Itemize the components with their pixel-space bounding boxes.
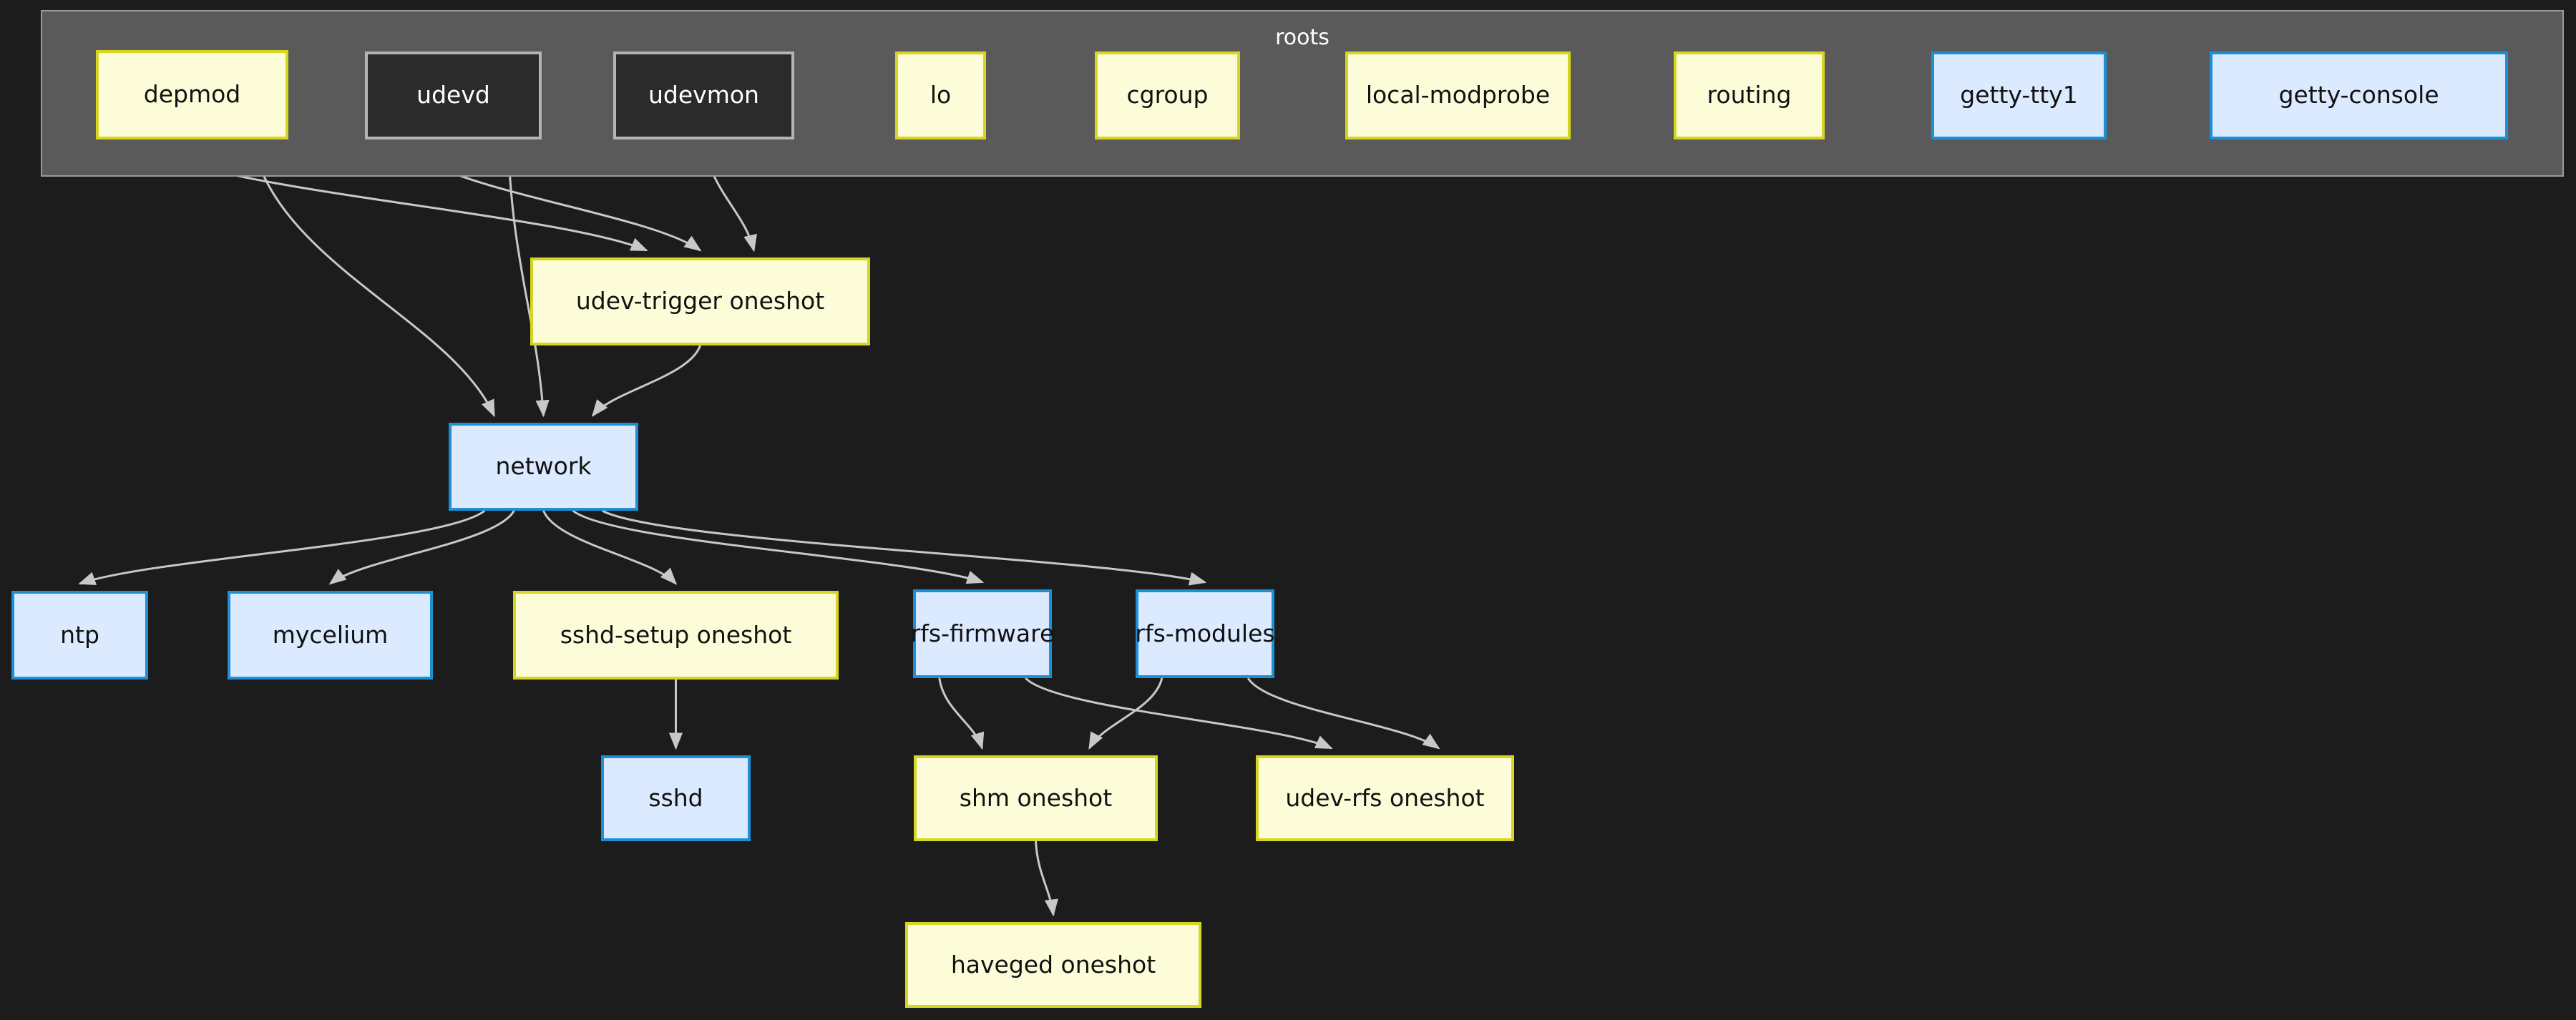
node-rfs-firmware[interactable]: rfs-firmware [910,589,1055,678]
node-udevd[interactable]: udevd [365,52,542,139]
edge-network-to-sshd-setup [542,510,678,585]
edge-network-to-ntp [78,509,486,585]
node-lo[interactable]: lo [895,52,986,139]
node-label: rfs-firmware [910,619,1055,647]
node-network[interactable]: network [449,423,638,511]
node-ntp[interactable]: ntp [11,591,148,680]
node-label: getty-console [2278,81,2439,109]
edge-rfs-firmware-to-shm [938,677,985,750]
edge-depmod-to-network [250,139,495,418]
node-udev-rfs[interactable]: udev-rfs oneshot [1256,755,1514,841]
node-label: rfs-modules [1135,619,1275,647]
node-mycelium[interactable]: mycelium [228,591,433,680]
cluster-roots-label: roots [1275,25,1330,50]
node-label: udevd [416,81,490,109]
edge-network-to-mycelium [328,510,515,585]
node-label: lo [930,81,952,109]
node-cgroup[interactable]: cgroup [1095,52,1240,139]
node-label: getty-tty1 [1960,81,2078,109]
node-routing[interactable]: routing [1674,52,1825,139]
node-udevmon[interactable]: udevmon [613,52,794,139]
node-label: udevmon [648,81,759,109]
node-label: depmod [143,80,241,109]
edge-network-to-rfs-modules [601,509,1207,586]
node-label: cgroup [1126,81,1209,109]
edge-network-to-rfs-firmware [572,509,985,584]
node-getty-console[interactable]: getty-console [2210,52,2508,139]
node-label: ntp [60,620,99,649]
edge-shm-to-haveged [1035,840,1058,917]
node-getty-tty1[interactable]: getty-tty1 [1931,52,2107,139]
edge-rfs-firmware-to-udev-rfs [1025,677,1333,750]
node-sshd[interactable]: sshd [601,755,751,841]
edge-udev-trigger-to-network [591,345,701,417]
node-label: local-modprobe [1365,81,1551,109]
node-label: sshd [648,783,703,812]
node-sshd-setup[interactable]: sshd-setup oneshot [513,591,839,680]
node-label: shm oneshot [959,783,1113,812]
node-label: udev-trigger oneshot [575,287,825,315]
node-udev-trigger[interactable]: udev-trigger oneshot [530,258,870,345]
node-label: haveged oneshot [950,950,1156,979]
node-label: routing [1707,81,1792,109]
node-label: udev-rfs oneshot [1285,783,1485,812]
node-local-modprobe[interactable]: local-modprobe [1345,52,1571,139]
node-label: mycelium [272,620,389,649]
edge-rfs-modules-to-shm [1088,677,1163,750]
edge-rfs-modules-to-udev-rfs [1246,677,1440,750]
node-shm[interactable]: shm oneshot [914,755,1158,841]
node-rfs-modules[interactable]: rfs-modules [1135,589,1275,678]
node-depmod[interactable]: depmod [96,50,288,139]
node-label: sshd-setup oneshot [560,620,792,649]
node-haveged[interactable]: haveged oneshot [905,922,1201,1008]
node-label: network [495,452,592,481]
